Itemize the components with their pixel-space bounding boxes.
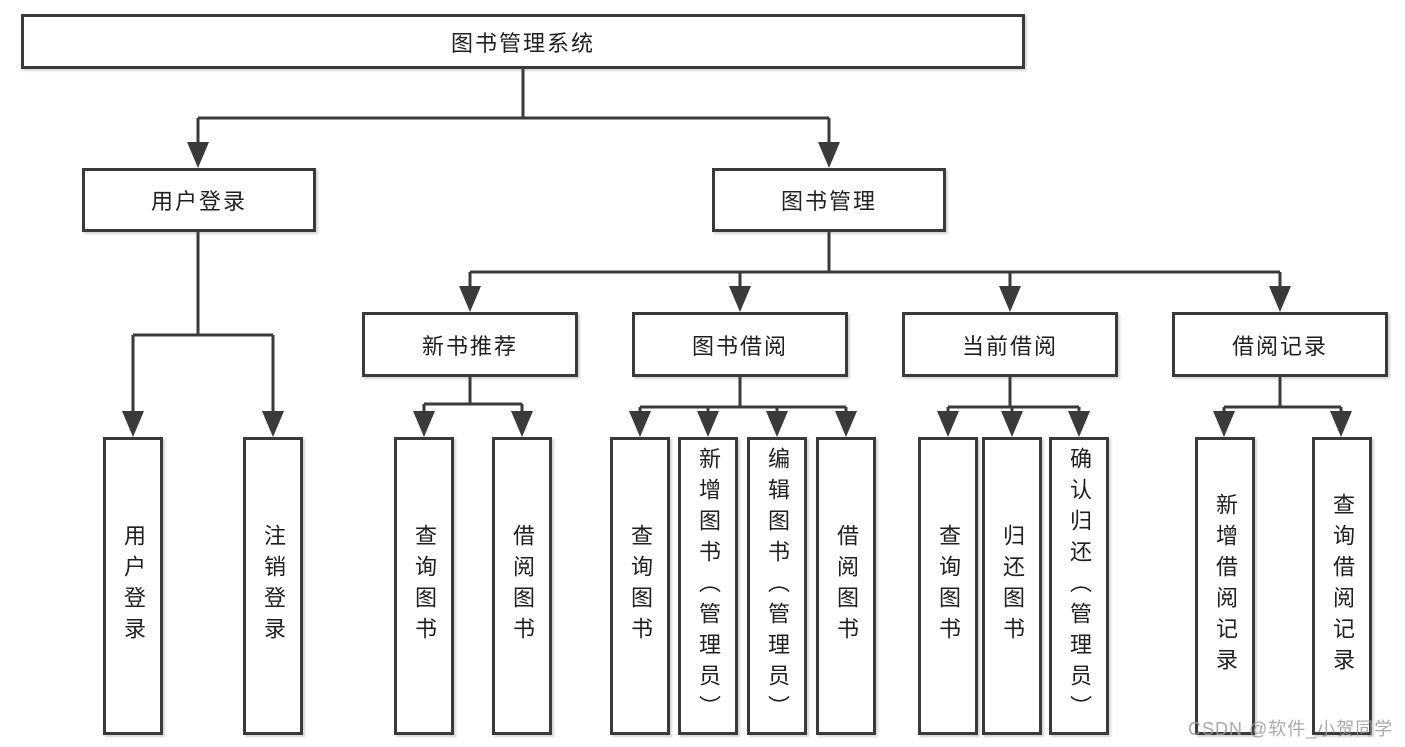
leaf-user-login: 用户登录 <box>103 437 163 735</box>
arrowheads-userlogin <box>122 411 284 437</box>
leaf-newbook-borrow-books: 借阅图书 <box>492 437 552 735</box>
leaf-newbook-query-books: 查询图书 <box>394 437 454 735</box>
node-borrow-records: 借阅记录 <box>1172 312 1388 377</box>
connector-bookborrow-to-leaves <box>638 377 848 415</box>
node-user-login: 用户登录 <box>82 168 316 232</box>
arrowheads-newbookrec <box>413 411 533 437</box>
csdn-watermark: CSDN @软件_小贺同学 <box>1188 719 1394 739</box>
connector-newbookrec-to-leaves <box>422 377 524 415</box>
arrowheads-currentborrow <box>937 411 1090 437</box>
arrowheads-bookborrow <box>629 411 857 437</box>
node-root-system: 图书管理系统 <box>21 14 1025 69</box>
node-new-book-recommend: 新书推荐 <box>362 312 578 377</box>
connector-borrowrecords-to-leaves <box>1222 377 1343 415</box>
leaf-logout: 注销登录 <box>243 437 303 735</box>
leaf-records-add-record: 新增借阅记录 <box>1195 437 1255 735</box>
connector-currentborrow-to-leaves <box>946 377 1081 415</box>
arrowheads-borrowrecords <box>1213 411 1352 437</box>
connector-bookmgmt-to-level3 <box>468 232 1282 290</box>
arrowheads-level3 <box>459 286 1291 312</box>
leaf-records-query-record: 查询借阅记录 <box>1312 437 1372 735</box>
connector-root-to-level2 <box>196 69 831 148</box>
connector-userlogin-to-leaves <box>131 232 275 415</box>
node-book-management: 图书管理 <box>712 168 946 232</box>
leaf-borrow-query-books: 查询图书 <box>610 437 670 735</box>
leaf-borrow-borrow-books: 借阅图书 <box>816 437 876 735</box>
node-book-borrow: 图书借阅 <box>632 312 848 377</box>
leaf-current-query-books: 查询图书 <box>918 437 978 735</box>
leaf-current-confirm-return-admin: 确认归还（管理员） <box>1049 437 1109 735</box>
leaf-borrow-edit-books-admin: 编辑图书（管理员） <box>747 437 807 735</box>
leaf-current-return-books: 归还图书 <box>982 437 1042 735</box>
leaf-borrow-add-books-admin: 新增图书（管理员） <box>678 437 738 735</box>
arrowheads-level2 <box>187 142 840 168</box>
node-current-borrow: 当前借阅 <box>902 312 1118 377</box>
